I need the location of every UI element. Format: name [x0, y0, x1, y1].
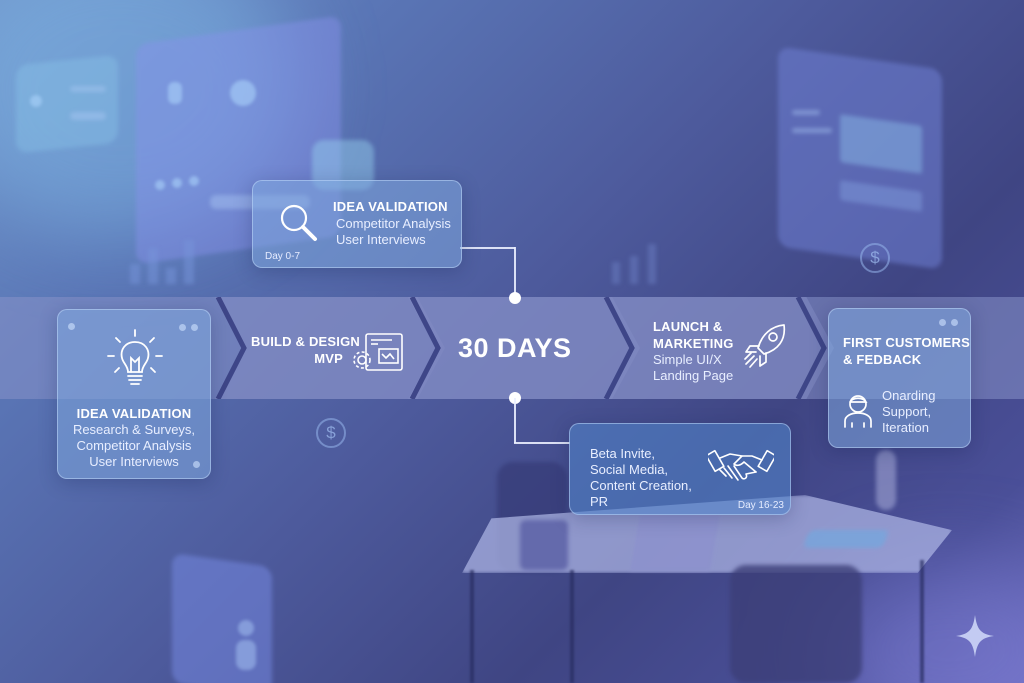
connector-line: [514, 247, 516, 297]
blurred-user-figure: [168, 82, 182, 104]
blurred-bar-chart: [166, 268, 176, 284]
card-line: Support,: [882, 404, 932, 419]
blurred-bar-chart: [184, 240, 194, 284]
settings-dashboard-icon: [353, 333, 403, 371]
blurred-bar-chart: [148, 248, 158, 284]
card-title: FIRST CUSTOMERS: [843, 335, 970, 350]
stage-title: MARKETING: [653, 336, 734, 351]
card-line: Iteration: [882, 420, 929, 435]
chair-back: [497, 462, 567, 572]
connector-line: [514, 442, 570, 444]
stage-title: MVP: [314, 351, 343, 366]
desk-leg: [920, 560, 924, 683]
blurred-image-block: [840, 114, 922, 174]
blurred-browser-window: [778, 46, 942, 270]
blurred-line: [792, 128, 832, 133]
blurred-bar: [70, 86, 106, 92]
blurred-user-head: [238, 620, 254, 636]
chair: [730, 565, 862, 683]
card-line: Research & Surveys,: [72, 422, 196, 437]
blurred-dot: [172, 178, 182, 188]
timeline-node: [509, 292, 521, 304]
rocket-icon: [744, 324, 786, 368]
blurred-dot: [30, 95, 42, 107]
laptop: [630, 515, 720, 571]
chevron-dividers: [215, 297, 827, 399]
card-title: IDEA VALIDATION: [333, 199, 448, 214]
lightbulb-icon: [107, 329, 163, 385]
card-line: Social Media,: [590, 462, 669, 477]
blurred-line: [792, 110, 820, 115]
card-line: User Interviews: [89, 454, 179, 469]
sparkle-icon: [956, 615, 994, 657]
card-line: PR: [590, 494, 609, 509]
card-title: IDEA VALIDATION: [76, 406, 192, 421]
card-dots: [179, 324, 198, 331]
card-line: User Interviews: [336, 232, 426, 247]
blurred-chart-panel: [16, 54, 118, 154]
blurred-avatar: [230, 80, 256, 106]
desk-leg: [470, 570, 474, 683]
desk-leg: [570, 570, 574, 683]
blurred-profile-panel: [172, 552, 272, 683]
stage-chevron: [604, 297, 834, 399]
blurred-bar-chart: [630, 256, 638, 284]
idea-validation-card[interactable]: IDEA VALIDATION Research & Surveys, Comp…: [57, 309, 211, 479]
card-line: Onarding: [882, 388, 936, 403]
day-range-label: Day 16-23: [737, 500, 784, 511]
blurred-dot: [155, 180, 165, 190]
day-range-label: Day 0-7: [265, 251, 301, 262]
dollar-coin-icon: $: [316, 418, 346, 448]
card-title: & FEDBACK: [843, 352, 922, 367]
stage-title: LAUNCH &: [653, 319, 723, 334]
pen-cup: [520, 520, 568, 570]
card-dots: [68, 323, 75, 330]
blurred-bar-chart: [130, 264, 140, 284]
first-customers-card[interactable]: FIRST CUSTOMERS & FEDBACK Onarding Suppo…: [828, 308, 971, 448]
connector-line: [460, 247, 515, 249]
user-icon: [844, 395, 872, 428]
idea-validation-top-card[interactable]: IDEA VALIDATION Competitor Analysis User…: [252, 180, 462, 268]
stage-title: BUILD & DESIGN: [251, 334, 360, 349]
stage-chevron: [215, 297, 445, 399]
blurred-bar-chart: [648, 244, 656, 284]
hanging-lamp: [876, 450, 896, 510]
card-line: Content Creation,: [590, 478, 692, 493]
card-line: Beta Invite,: [590, 446, 656, 461]
dollar-coin-icon: $: [860, 243, 890, 273]
magnifier-icon: [280, 204, 317, 241]
card-dots: [939, 319, 958, 326]
card-line: Competitor Analysis: [336, 216, 451, 231]
marketing-activities-card[interactable]: Beta Invite, Social Media, Content Creat…: [569, 423, 791, 515]
handshake-icon: [708, 449, 774, 481]
blurred-bar-chart: [612, 262, 620, 284]
desk-tablet: [802, 530, 890, 548]
stage-chevron: [408, 297, 640, 399]
stage-line: Landing Page: [653, 368, 734, 383]
blurred-text-block: [840, 180, 922, 212]
blurred-bar: [70, 112, 106, 120]
connector-line: [514, 398, 516, 443]
blurred-dot: [189, 176, 199, 186]
duration-label: 30 DAYS: [458, 333, 572, 363]
card-dots: [193, 461, 200, 468]
blurred-user-body: [236, 640, 256, 670]
card-line: Competitor Analysis: [76, 438, 192, 453]
stage-line: Simple UI/X: [653, 352, 722, 367]
